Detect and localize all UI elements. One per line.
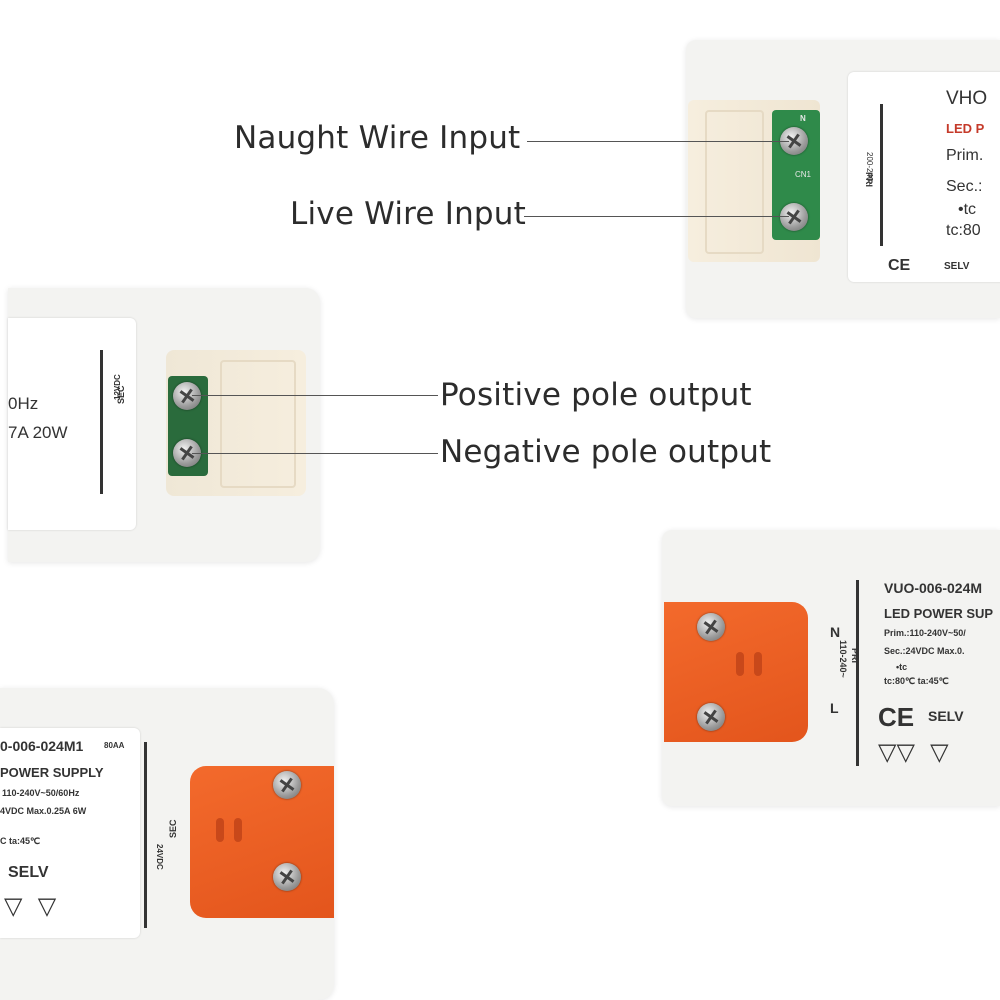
bl-sec-side: SEC: [168, 819, 178, 838]
label-line-2: Prim.: [946, 147, 984, 164]
callout-naught-wire: Naught Wire Input: [234, 120, 521, 156]
screw-cover-left-top: [273, 771, 301, 799]
label-line-1: LED P: [946, 121, 985, 136]
label-mid-left: [8, 318, 136, 530]
label-line-4: •tc: [958, 201, 977, 218]
screw-cover-right-top: [697, 613, 725, 641]
recess-rib: [705, 110, 764, 254]
label-line-3: Sec.:: [946, 178, 983, 195]
bl-prim: 110-240V~50/60Hz: [2, 788, 80, 798]
cover-slot-2: [754, 652, 762, 676]
cover-slot-4: [234, 818, 242, 842]
br-selv-mark: SELV: [928, 708, 964, 724]
br-sec: Sec.:24VDC Max.0.: [884, 646, 965, 656]
label-divider-bl: [144, 742, 147, 928]
ce-mark: CE: [888, 257, 911, 274]
cn1-mark: CN1: [795, 170, 812, 179]
freq-text: 0Hz: [8, 394, 39, 413]
leader-positive: [192, 395, 438, 396]
callout-live-wire: Live Wire Input: [290, 196, 526, 232]
br-model: VUO-006-024M: [884, 580, 983, 596]
bl-line1: POWER SUPPLY: [0, 765, 104, 780]
screw-cover-left-bottom: [273, 863, 301, 891]
br-pri-mark: PRI: [850, 648, 860, 664]
br-l-mark: L: [830, 700, 839, 716]
screw-live: [780, 203, 808, 231]
bl-vdc: 24VDC: [155, 844, 164, 870]
label-divider: [880, 104, 883, 246]
n-mark: N: [800, 114, 806, 123]
bl-selv-mark: SELV: [8, 864, 49, 881]
br-tc: tc:80℃ ta:45℃: [884, 676, 949, 686]
bl-sec: 4VDC Max.0.25A 6W: [0, 806, 87, 816]
vdc-mark: 12VDC: [113, 374, 122, 400]
br-line1: LED POWER SUP: [884, 606, 994, 621]
brand-text: VHO: [946, 88, 988, 109]
br-prim: Prim.:110-240V~50/: [884, 628, 966, 638]
bl-triangle-icons: ▽ ▽: [4, 892, 57, 920]
label-top-right: [848, 72, 1000, 282]
cover-slot-1: [736, 652, 744, 676]
br-triangle-icons: ▽▽ ▽: [878, 738, 949, 766]
br-tc-mark: •tc: [896, 662, 908, 672]
bl-tc: C ta:45℃: [0, 836, 41, 846]
cover-slot-3: [216, 818, 224, 842]
screw-cover-right-bottom: [697, 703, 725, 731]
leader-naught-wire: [527, 141, 789, 142]
leader-live-wire: [524, 216, 789, 217]
rating-text: 7A 20W: [8, 423, 68, 442]
bl-model: 0-006-024M1: [0, 738, 84, 754]
recess-rib-mid: [220, 360, 296, 488]
label-divider-br: [856, 580, 859, 766]
br-pri-range: 110-240~: [838, 640, 848, 678]
screw-positive: [173, 382, 201, 410]
br-n-mark: N: [830, 624, 841, 640]
br-ce-mark: CE: [878, 702, 915, 732]
selv-mark: SELV: [944, 261, 970, 272]
pri-range: 200-240~: [865, 152, 874, 187]
bl-batch: 80AA: [104, 741, 125, 750]
orange-terminal-cover-left: [190, 766, 334, 918]
label-bottom-left: [0, 728, 140, 938]
label-line-5: tc:80: [946, 222, 981, 239]
callout-negative-pole: Negative pole output: [440, 434, 772, 470]
leader-negative: [192, 453, 438, 454]
label-divider-mid: [100, 350, 103, 494]
callout-positive-pole: Positive pole output: [440, 377, 752, 413]
